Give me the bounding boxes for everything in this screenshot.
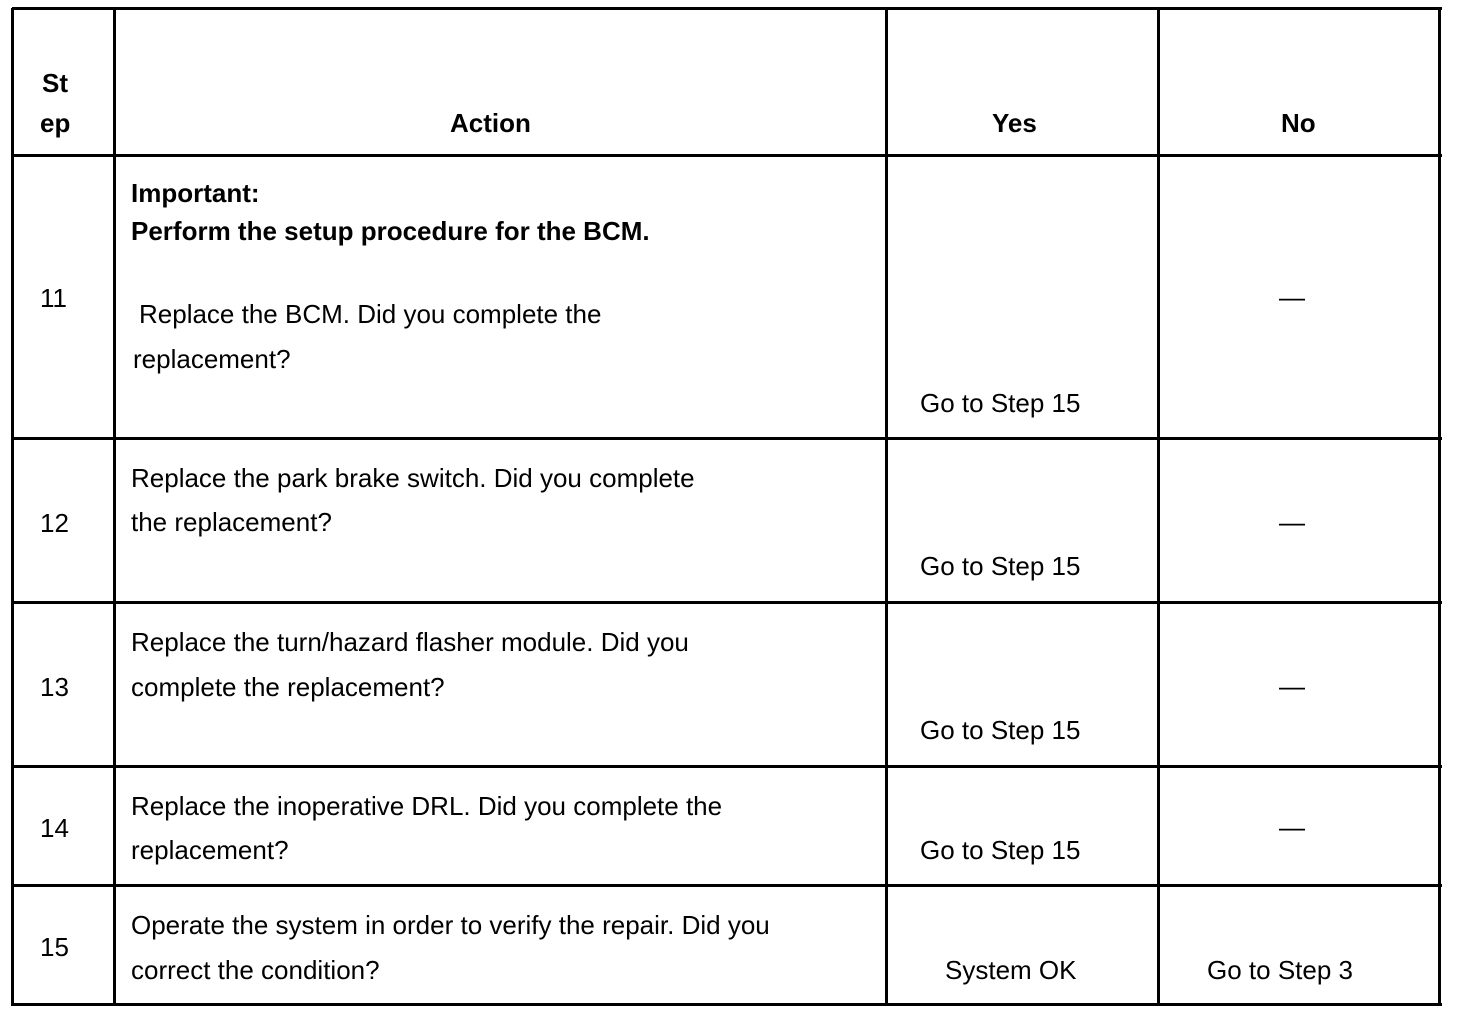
no-result: Go to Step 3 [1207, 955, 1353, 985]
step-number: 13 [40, 672, 69, 702]
yes-result: Go to Step 15 [920, 551, 1081, 581]
step-number: 15 [40, 932, 69, 962]
table-border-left [11, 8, 14, 1006]
row-separator [12, 884, 1442, 887]
column-separator [113, 8, 116, 1006]
column-separator [885, 8, 888, 1006]
row-separator [12, 437, 1442, 440]
yes-result: Go to Step 15 [920, 835, 1081, 865]
table-border-bottom [12, 1003, 1442, 1006]
row-separator [12, 765, 1442, 768]
no-result: — [1279, 507, 1305, 537]
yes-result: Go to Step 15 [920, 715, 1081, 745]
no-result: — [1279, 671, 1305, 701]
header-separator [12, 154, 1442, 157]
table-border-top [12, 7, 1442, 10]
step-number: 12 [40, 508, 69, 538]
header-no: No [1281, 108, 1316, 138]
no-result: — [1279, 282, 1305, 312]
action-text: complete the replacement? [131, 672, 445, 702]
step-number: 11 [40, 283, 67, 313]
action-text: the replacement? [131, 507, 332, 537]
no-result: — [1279, 812, 1305, 842]
yes-result: System OK [945, 955, 1077, 985]
action-text: Replace the BCM. Did you complete the [139, 299, 602, 329]
table-border-right [1438, 8, 1441, 1006]
header-action: Action [450, 108, 531, 138]
action-text: Replace the inoperative DRL. Did you com… [131, 791, 723, 821]
header-step: ep [40, 108, 71, 138]
step-number: 14 [40, 813, 69, 843]
important-label: Important: [131, 178, 260, 208]
action-text: replacement? [131, 835, 289, 865]
header-step: St [42, 68, 68, 98]
header-yes: Yes [992, 108, 1037, 138]
action-text: Replace the turn/hazard flasher module. … [131, 627, 689, 657]
column-separator [1157, 8, 1160, 1006]
action-text: Replace the park brake switch. Did you c… [131, 463, 695, 493]
action-text: correct the condition? [131, 955, 380, 985]
row-separator [12, 601, 1442, 604]
action-text: replacement? [133, 344, 291, 374]
action-text: Operate the system in order to verify th… [131, 910, 770, 940]
yes-result: Go to Step 15 [920, 388, 1081, 418]
important-text: Perform the setup procedure for the BCM. [131, 216, 650, 246]
